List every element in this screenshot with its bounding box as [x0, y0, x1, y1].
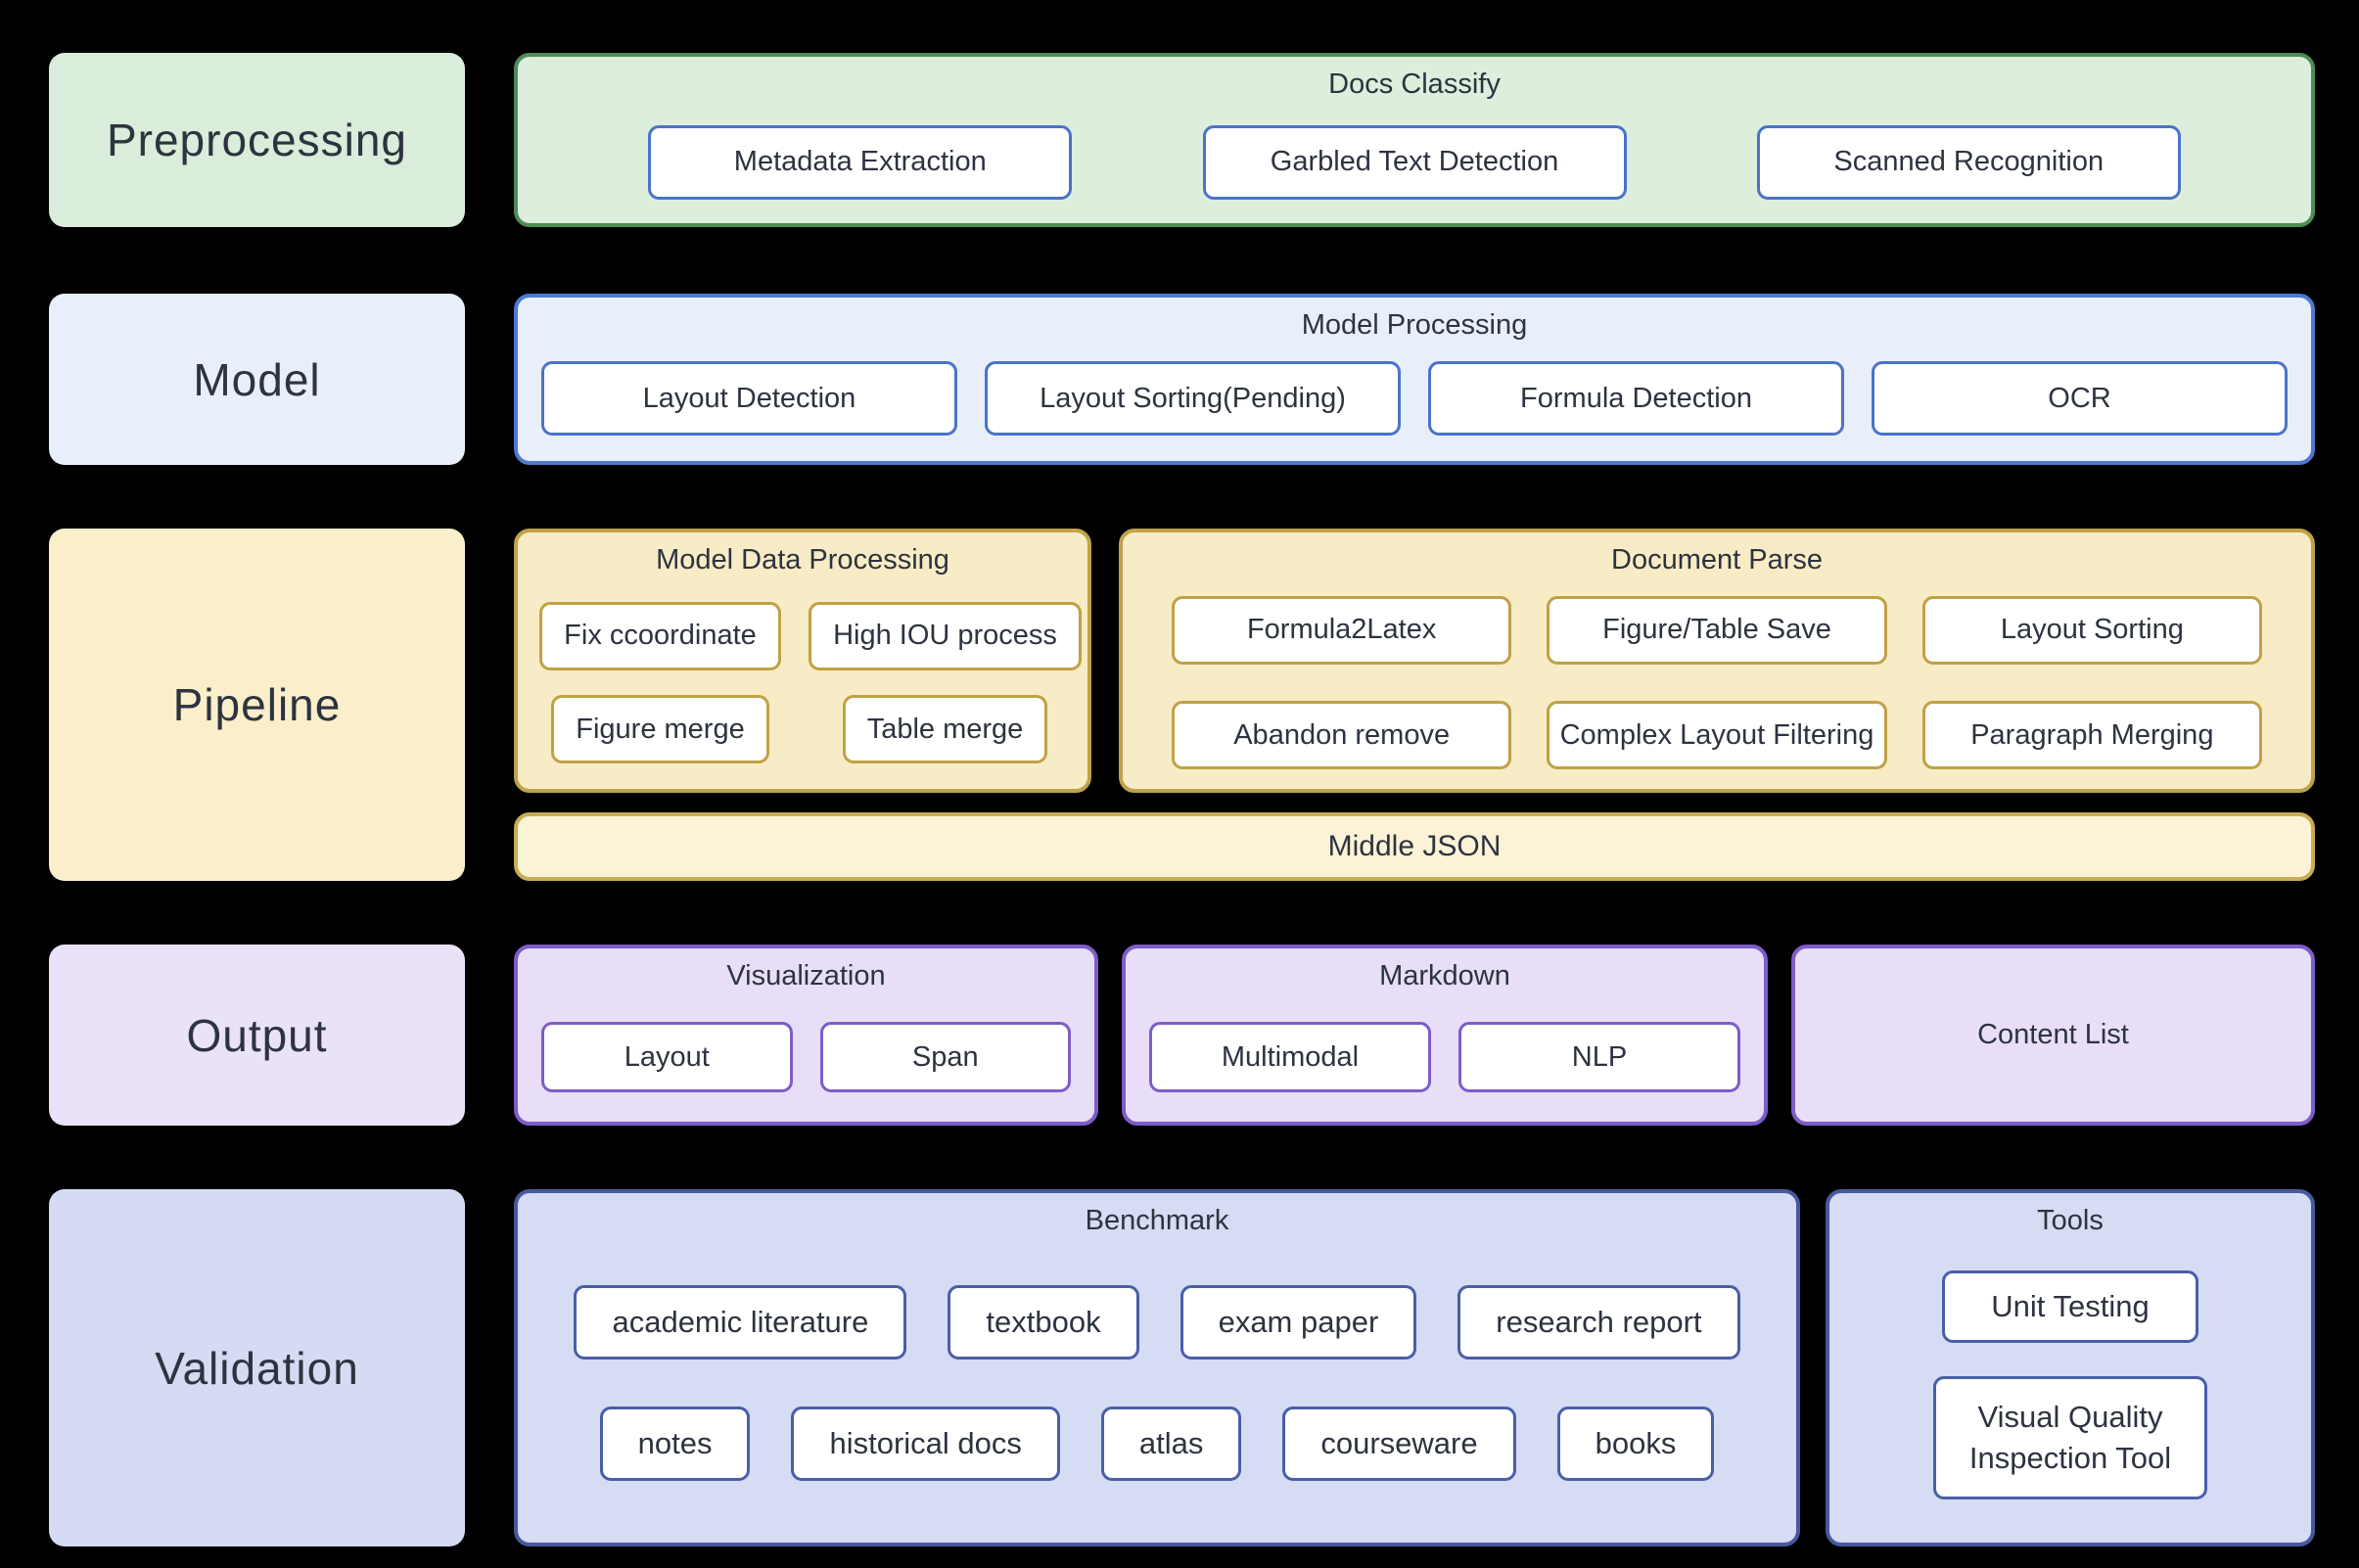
- node-paragraph-merging: Paragraph Merging: [1921, 701, 2262, 770]
- node-figure-merge: Figure merge: [551, 695, 769, 764]
- node-visual-quality-inspection-tool: Visual Quality Inspection Tool: [1933, 1376, 2207, 1499]
- node-abandon-remove: Abandon remove: [1172, 701, 1512, 770]
- node-notes: notes: [599, 1407, 751, 1482]
- group-markdown: Markdown Multimodal NLP: [1122, 945, 1768, 1126]
- node-unit-testing: Unit Testing: [1942, 1270, 2198, 1343]
- benchmark-boxes: academic literature textbook exam paper …: [518, 1237, 1796, 1543]
- group-content-list: Content List: [1791, 945, 2315, 1126]
- node-formula2latex: Formula2Latex: [1172, 595, 1512, 665]
- group-title: Model Data Processing: [656, 544, 949, 576]
- document-parse-boxes: Formula2Latex Figure/Table Save Layout S…: [1123, 576, 2311, 789]
- row-model: Model Model Processing Layout Detection …: [49, 294, 2315, 465]
- group-model-data-processing: Model Data Processing Fix ccoordinate Hi…: [514, 529, 1091, 793]
- group-title: Benchmark: [1085, 1205, 1229, 1236]
- pipeline-containers: Model Data Processing Fix ccoordinate Hi…: [514, 529, 2315, 793]
- node-layout-sorting-pending: Layout Sorting(Pending): [985, 361, 1401, 436]
- row-label-pipeline: Pipeline: [49, 529, 465, 881]
- row-preprocessing: Preprocessing Docs Classify Metadata Ext…: [49, 53, 2315, 227]
- row-label-model: Model: [49, 294, 465, 465]
- group-document-parse: Document Parse Formula2Latex Figure/Tabl…: [1119, 529, 2315, 793]
- row-pipeline: Pipeline Model Data Processing Fix ccoor…: [49, 529, 2315, 881]
- node-research-report: research report: [1457, 1284, 1740, 1360]
- node-books: books: [1556, 1407, 1715, 1482]
- node-table-merge: Table merge: [842, 695, 1048, 764]
- group-title: Model Processing: [1301, 309, 1528, 341]
- node-complex-layout-filtering: Complex Layout Filtering: [1547, 701, 1887, 770]
- node-high-iou-process: High IOU process: [809, 601, 1082, 670]
- docs-classify-boxes: Metadata Extraction Garbled Text Detecti…: [518, 101, 2311, 223]
- node-historical-docs: historical docs: [791, 1407, 1060, 1482]
- group-benchmark: Benchmark academic literature textbook e…: [514, 1189, 1800, 1546]
- node-nlp: NLP: [1458, 1022, 1740, 1092]
- row-label-preprocessing: Preprocessing: [49, 53, 465, 227]
- node-textbook: textbook: [948, 1284, 1139, 1360]
- group-title: Document Parse: [1611, 544, 1823, 576]
- node-multimodal: Multimodal: [1149, 1022, 1431, 1092]
- node-exam-paper: exam paper: [1180, 1284, 1417, 1360]
- node-courseware: courseware: [1282, 1407, 1516, 1482]
- visualization-boxes: Layout Span: [518, 992, 1094, 1122]
- group-docs-classify: Docs Classify Metadata Extraction Garble…: [514, 53, 2315, 227]
- group-title: Visualization: [726, 960, 886, 992]
- node-layout-sorting: Layout Sorting: [1921, 595, 2262, 665]
- node-metadata-extraction: Metadata Extraction: [648, 124, 1073, 200]
- node-atlas: atlas: [1100, 1407, 1242, 1482]
- node-span: Span: [819, 1022, 1071, 1092]
- group-title: Markdown: [1379, 960, 1510, 992]
- model-processing-boxes: Layout Detection Layout Sorting(Pending)…: [518, 342, 2311, 461]
- node-figure-table-save: Figure/Table Save: [1547, 595, 1887, 665]
- markdown-boxes: Multimodal NLP: [1126, 992, 1764, 1122]
- group-title: Docs Classify: [1328, 69, 1501, 100]
- group-title: Content List: [1977, 1019, 2129, 1050]
- node-garbled-text-detection: Garbled Text Detection: [1202, 124, 1627, 200]
- bar-middle-json: Middle JSON: [514, 812, 2315, 881]
- group-visualization: Visualization Layout Span: [514, 945, 1098, 1126]
- benchmark-row-1: academic literature textbook exam paper …: [518, 1284, 1796, 1360]
- node-ocr: OCR: [1872, 361, 2288, 436]
- node-academic-literature: academic literature: [574, 1284, 907, 1360]
- group-model-processing: Model Processing Layout Detection Layout…: [514, 294, 2315, 465]
- row-output: Output Visualization Layout Span Markdow…: [49, 945, 2315, 1126]
- node-layout: Layout: [541, 1022, 793, 1092]
- group-title: Tools: [2037, 1205, 2104, 1236]
- node-formula-detection: Formula Detection: [1428, 361, 1844, 436]
- node-layout-detection: Layout Detection: [541, 361, 957, 436]
- row-label-validation: Validation: [49, 1189, 465, 1546]
- node-fix-ccoordinate: Fix ccoordinate: [539, 601, 781, 670]
- row-validation: Validation Benchmark academic literature…: [49, 1189, 2315, 1546]
- model-data-processing-boxes: Fix ccoordinate High IOU process Figure …: [518, 576, 1087, 789]
- node-scanned-recognition: Scanned Recognition: [1756, 124, 2181, 200]
- row-label-output: Output: [49, 945, 465, 1126]
- benchmark-row-2: notes historical docs atlas courseware b…: [518, 1407, 1796, 1482]
- tools-boxes: Unit Testing Visual Quality Inspection T…: [1829, 1237, 2311, 1543]
- group-tools: Tools Unit Testing Visual Quality Inspec…: [1826, 1189, 2315, 1546]
